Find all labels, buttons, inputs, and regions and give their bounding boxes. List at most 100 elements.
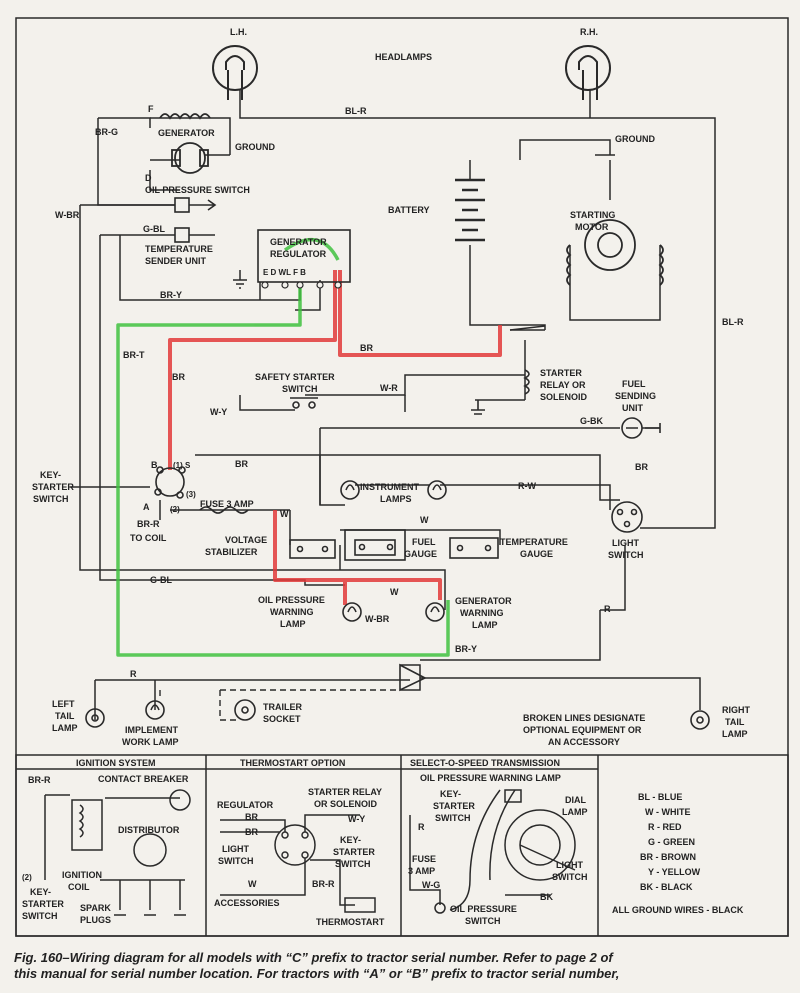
caption-line-2: this manual for serial number location. …: [14, 966, 620, 981]
selecto-switch: SWITCH: [435, 813, 471, 823]
temperature-gauge: [449, 537, 499, 559]
selecto-w-g: W-G: [422, 880, 440, 890]
red-highlight-wire: [168, 270, 502, 605]
label-a: A: [143, 502, 150, 512]
selecto-oil-warning: OIL PRESSURE WARNING LAMP: [420, 773, 561, 783]
thermostart-accessories: ACCESSORIES: [214, 898, 280, 908]
implement-work-lamp: [145, 700, 165, 720]
thermostart-switch: SWITCH: [335, 859, 371, 869]
label-switch2: SWITCH: [33, 494, 69, 504]
oil-pressure-warning-lamp: [342, 602, 362, 622]
left-headlamp: [212, 45, 258, 100]
label-safety-starter: SAFETY STARTER: [255, 372, 335, 382]
label-f: F: [148, 104, 154, 114]
selecto-r: R: [418, 822, 425, 832]
generator-warning-lamp: [425, 602, 445, 622]
ignition-contact-breaker: CONTACT BREAKER: [98, 774, 189, 784]
label-r2: R: [130, 669, 137, 679]
ignition-ignition: IGNITION: [62, 870, 102, 880]
label-g-bl: G-BL: [143, 224, 165, 234]
ignition-drawing: [44, 789, 191, 916]
ignition-coil: COIL: [68, 882, 90, 892]
legend-row: W - WHITE: [645, 807, 691, 817]
label-s1: (1) S: [173, 461, 191, 470]
light-switch: [611, 501, 643, 533]
label-switch3: SWITCH: [608, 550, 644, 560]
label-r-w: R-W: [518, 481, 536, 491]
label-lamp2: LAMP: [472, 620, 498, 630]
thermostart-starter: STARTER: [333, 847, 375, 857]
label-work-lamp: WORK LAMP: [122, 737, 179, 747]
key-starter-switch: [154, 466, 186, 499]
thermostart-or-solenoid: OR SOLENOID: [314, 799, 378, 809]
label-broken-lines-1: BROKEN LINES DESIGNATE: [523, 713, 645, 723]
label-generator-regulator-1: GENERATOR: [270, 237, 327, 247]
right-headlamp: [565, 45, 611, 100]
label-sender-unit: SENDER UNIT: [145, 256, 207, 266]
selecto-dial: DIAL: [565, 795, 586, 805]
selecto-light: LIGHT: [556, 860, 583, 870]
label-regulator-terminals: E D WL F B: [263, 268, 306, 277]
label-r: R: [604, 604, 611, 614]
thermostart-key: KEY-: [340, 835, 361, 845]
figure-caption: Fig. 160–Wiring diagram for all models w…: [14, 950, 789, 982]
label-implement: IMPLEMENT: [125, 725, 179, 735]
label-generator-regulator-2: REGULATOR: [270, 249, 327, 259]
connector-block: [399, 663, 427, 692]
ignition-switch: SWITCH: [22, 911, 58, 921]
label-ground-motor: GROUND: [615, 134, 655, 144]
ignition-plugs: PLUGS: [80, 915, 111, 925]
label-t2: (2): [170, 505, 180, 514]
label-bl-r-right: BL-R: [722, 317, 744, 327]
label-socket: SOCKET: [263, 714, 301, 724]
thermostart-starter-relay: STARTER RELAY: [308, 787, 382, 797]
starter-relay: [471, 325, 546, 415]
ignition-key: KEY-: [30, 887, 51, 897]
label-tail2: TAIL: [725, 717, 745, 727]
optional-wires: [159, 689, 400, 721]
label-broken-lines-2: OPTIONAL EQUIPMENT OR: [523, 725, 642, 735]
oil-pressure-switch: [174, 197, 217, 213]
label-temperature-gauge-1: TEMPERATURE: [500, 537, 568, 547]
battery: [455, 178, 485, 242]
ignition-distributor: DISTRIBUTOR: [118, 825, 180, 835]
label-generator2: GENERATOR: [455, 596, 512, 606]
inset-frames: [15, 754, 789, 937]
label-br-r: BR-R: [137, 519, 160, 529]
instrument-lamp-left: [340, 480, 360, 500]
label-left: LEFT: [52, 699, 75, 709]
safety-starter-switch: [290, 397, 318, 409]
label-sending: SENDING: [615, 391, 656, 401]
label-battery: BATTERY: [388, 205, 430, 215]
label-rh: R.H.: [580, 27, 598, 37]
label-br-y2: BR-Y: [455, 644, 477, 654]
label-fuel: FUEL: [622, 379, 646, 389]
starting-motor: [566, 219, 664, 286]
thermostart-br1: BR: [245, 812, 258, 822]
legend-row: BL - BLUE: [638, 792, 682, 802]
label-voltage: VOLTAGE: [225, 535, 267, 545]
label-w-y: W-Y: [210, 407, 227, 417]
label-oil-lamp: LAMP: [280, 619, 306, 629]
label-starter2: STARTER: [32, 482, 74, 492]
label-to-coil: TO COIL: [130, 533, 167, 543]
ignition-t2: (2): [22, 873, 32, 882]
label-br3: BR: [635, 462, 648, 472]
selecto-switch2: SWITCH: [552, 872, 588, 882]
label-warning2: WARNING: [460, 608, 504, 618]
label-w3: W: [390, 587, 399, 597]
thermostart-br2: BR: [245, 827, 258, 837]
label-w-br2: W-BR: [365, 614, 390, 624]
label-instrument: INSTRUMENT: [360, 482, 419, 492]
label-headlamps: HEADLAMPS: [375, 52, 432, 62]
fuel-sending-unit: [621, 417, 661, 439]
selecto-bk: BK: [540, 892, 553, 902]
trailer-socket: [234, 699, 256, 721]
legend-row: Y - YELLOW: [648, 867, 701, 877]
legend-row: G - GREEN: [648, 837, 695, 847]
selecto-starter: STARTER: [433, 801, 475, 811]
left-tail-lamp: [85, 708, 105, 728]
label-trailer: TRAILER: [263, 702, 302, 712]
temperature-sender-unit: [174, 227, 215, 243]
